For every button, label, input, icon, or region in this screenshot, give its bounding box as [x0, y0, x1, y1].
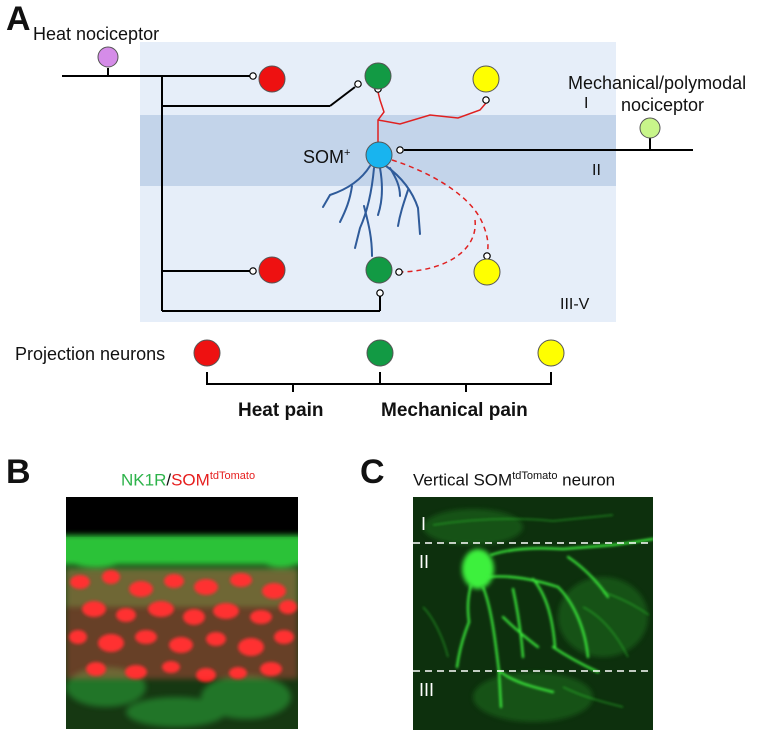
som-label-sup: +: [344, 147, 351, 159]
yellow-dashed-axon-to-green: [401, 219, 476, 273]
title-separator: /: [166, 470, 172, 490]
panel-a-letter: A: [6, 0, 31, 38]
panel-c-lamina-ii: II: [419, 552, 430, 572]
panel-b-letter: B: [6, 453, 31, 491]
yellow-neuron-lamina-iii: [473, 258, 501, 286]
projection-neurons-label: Projection neurons: [15, 344, 166, 364]
lamina-iii-v-label: III-V: [560, 296, 590, 313]
som-axon-to-green: [377, 91, 385, 143]
projection-red: [193, 339, 221, 367]
yellow-neuron-lamina-i: [472, 65, 500, 93]
som-axon-to-yellow: [377, 102, 487, 125]
mechanical-pain-label: Mechanical pain: [381, 400, 528, 421]
panel-c-lamina-i: I: [421, 514, 427, 534]
red-neuron-lamina-iii: [258, 256, 286, 284]
panel-c-letter: C: [360, 453, 385, 491]
lamina-i-label: I: [584, 95, 589, 112]
red-neuron-lamina-i: [258, 65, 286, 93]
som-neuron: [365, 141, 393, 169]
panel-c-title-pre: Vertical SOM: [413, 470, 513, 490]
panel-c-micrograph: I II III: [413, 497, 653, 730]
som-dashed-axon-to-yellow: [391, 159, 489, 254]
projection-green: [366, 339, 394, 367]
projection-yellow: [537, 339, 565, 367]
green-neuron-lamina-iii: [365, 256, 393, 284]
panel-c-image: [413, 497, 653, 730]
panel-b-title: NK1R/SOMtdTomato: [121, 471, 255, 489]
mech-nociceptor-soma: [639, 117, 661, 139]
som-dendrites: [322, 165, 421, 257]
pain-brackets: [206, 372, 552, 392]
heat-axon-to-green-top-diag: [329, 86, 356, 107]
panel-b-image: [66, 497, 298, 729]
heat-nociceptor-label: Heat nociceptor: [33, 24, 160, 44]
lamina-ii-label: II: [592, 162, 601, 179]
panel-c-title-post: neuron: [557, 470, 616, 490]
som-label-base: SOM: [303, 147, 345, 167]
panel-c-title-sup: tdTomato: [512, 470, 558, 482]
som-label: SOM+: [303, 147, 351, 167]
som-tdtomato-sup: tdTomato: [209, 470, 256, 482]
panel-c-lamina-iii: III: [419, 680, 435, 700]
heat-nociceptor-soma: [97, 46, 119, 68]
green-neuron-lamina-i: [364, 62, 392, 90]
som-tdtomato-label: SOM: [171, 470, 210, 490]
mech-nociceptor-label-2: nociceptor: [621, 95, 705, 115]
mech-nociceptor-label-1: Mechanical/polymodal: [568, 73, 747, 93]
panel-b-micrograph: [66, 497, 298, 729]
panel-c-title: Vertical SOMtdTomato neuron: [413, 471, 615, 489]
heat-pain-label: Heat pain: [238, 400, 324, 421]
nk1r-label: NK1R: [121, 470, 167, 490]
